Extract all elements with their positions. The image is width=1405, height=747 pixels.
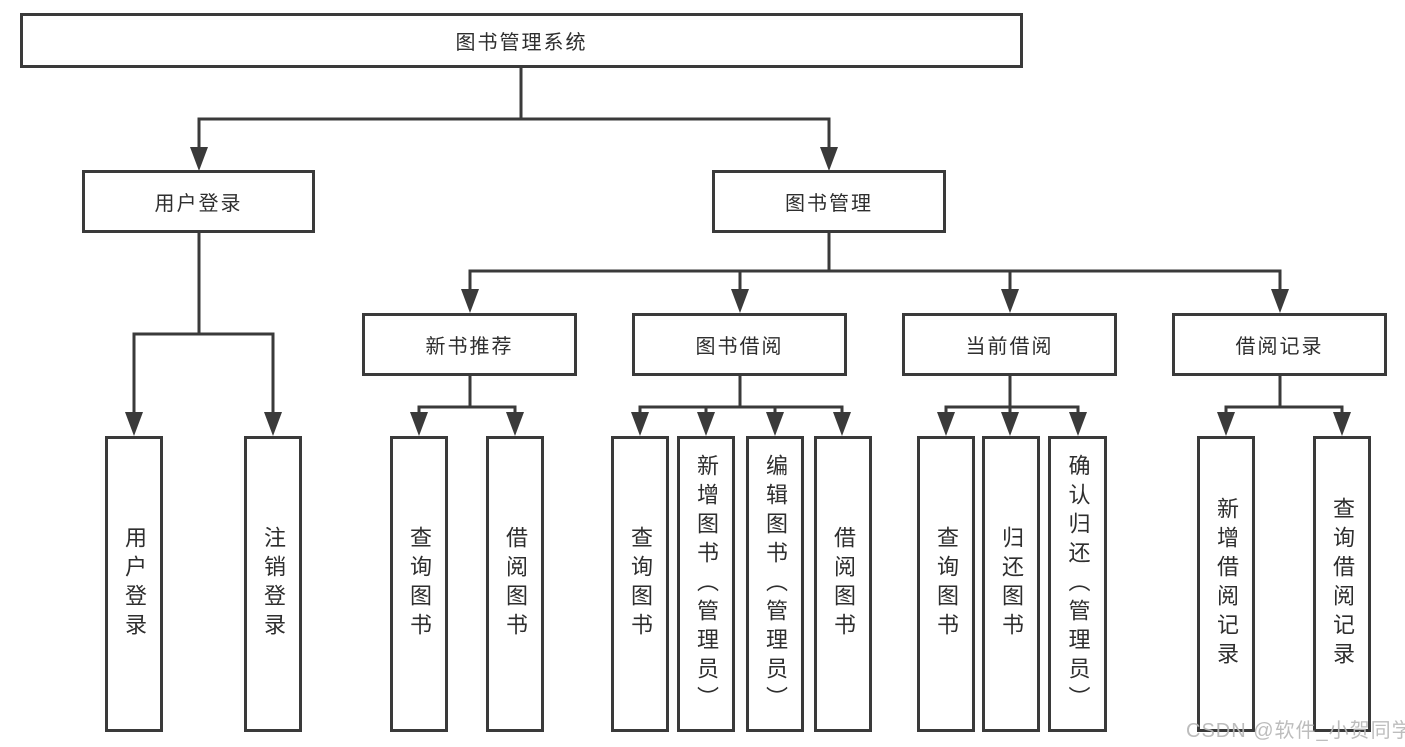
node-label: 归还图书: [999, 526, 1024, 642]
node-book-management: 图书管理: [712, 170, 946, 233]
leaf-query-books-current: 查询图书: [917, 436, 975, 732]
leaf-logout: 注销登录: [244, 436, 302, 732]
connector-paths: [132, 68, 1344, 418]
leaf-confirm-return-admin: 确认归还（管理员）: [1048, 436, 1107, 732]
leaf-edit-book-admin: 编辑图书（管理员）: [746, 436, 804, 732]
node-label: 图书借阅: [695, 336, 784, 358]
node-label: 借阅记录: [1235, 336, 1324, 358]
leaf-query-books-borrow: 查询图书: [611, 436, 669, 732]
watermark: CSDN @软件_小贺同学: [1186, 720, 1405, 742]
leaf-add-borrow-record: 新增借阅记录: [1197, 436, 1255, 732]
node-label: 图书管理系统: [455, 32, 588, 54]
node-label: 借阅图书: [503, 526, 528, 642]
arrowheads: [125, 147, 1351, 436]
node-label: 新书推荐: [425, 336, 514, 358]
node-label: 图书管理: [785, 193, 873, 215]
connector-borrow-records-children: [1224, 376, 1344, 418]
node-label: 查询图书: [407, 526, 432, 642]
node-label: 编辑图书（管理员）: [763, 453, 788, 715]
leaf-query-borrow-record: 查询借阅记录: [1313, 436, 1371, 732]
node-label: 新增图书（管理员）: [694, 453, 719, 715]
node-book-borrow: 图书借阅: [632, 313, 847, 376]
leaf-query-books-recommend: 查询图书: [390, 436, 448, 732]
connector-root-to-level2: [197, 68, 831, 152]
node-label: 注销登录: [261, 526, 286, 642]
connector-new-book-children: [417, 376, 517, 418]
node-label: 新增借阅记录: [1214, 497, 1239, 671]
node-label: 确认归还（管理员）: [1065, 453, 1091, 715]
connector-current-borrow-children: [944, 376, 1080, 418]
node-borrow-records: 借阅记录: [1172, 313, 1387, 376]
node-label: 查询图书: [934, 526, 959, 642]
leaf-return-books: 归还图书: [982, 436, 1040, 732]
leaf-user-login: 用户登录: [105, 436, 163, 732]
node-label: 借阅图书: [831, 526, 856, 642]
node-new-book-recommend: 新书推荐: [362, 313, 577, 376]
connector-book-borrow-children: [638, 376, 844, 418]
node-label: 当前借阅: [965, 336, 1054, 358]
node-label: 用户登录: [122, 526, 147, 642]
node-label: 查询借阅记录: [1330, 497, 1355, 671]
connector-book-management-children: [468, 233, 1282, 295]
node-user-login: 用户登录: [82, 170, 315, 233]
node-label: 用户登录: [154, 193, 243, 215]
leaf-borrow-books-recommend: 借阅图书: [486, 436, 544, 732]
connector-user-login-children: [132, 233, 275, 417]
node-root-library-system: 图书管理系统: [20, 13, 1023, 68]
node-label: 查询图书: [628, 526, 653, 642]
node-current-borrow: 当前借阅: [902, 313, 1117, 376]
leaf-add-book-admin: 新增图书（管理员）: [677, 436, 735, 732]
leaf-borrow-books: 借阅图书: [814, 436, 872, 732]
